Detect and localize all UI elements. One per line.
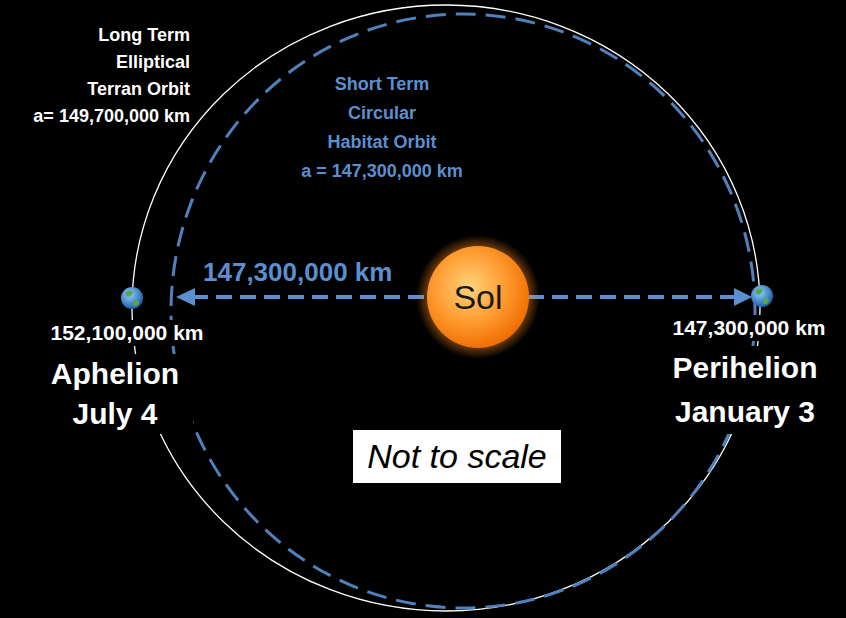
semi-major-axis: a = 147,300,000 km <box>301 157 463 186</box>
distance-label: 152,100,000 km <box>48 320 207 346</box>
sun-node: Sol <box>426 245 530 349</box>
note-box: Not to scale <box>353 430 561 483</box>
semi-major-axis: a= 149,700,000 km <box>33 103 190 130</box>
sun-glow <box>416 235 540 359</box>
orbit-title: Long Term Elliptical Terran Orbit <box>68 22 190 103</box>
radius-label: 147,300,000 km <box>203 257 392 287</box>
arrow-head <box>734 288 752 306</box>
habitat-orbit <box>171 14 755 608</box>
distance-label: 147,300,000 km <box>670 315 829 341</box>
orbit-point-label: Aphelion July 4 <box>37 354 193 434</box>
note-text: Not to scale <box>367 436 547 477</box>
terran-orbit <box>132 5 760 611</box>
sun-name: Sol <box>453 277 502 318</box>
orbit-point-label: Perihelion January 3 <box>654 346 836 434</box>
orbit-title: Short Term Circular Habitat Orbit <box>321 70 443 157</box>
arrow-head <box>176 288 195 306</box>
earth-icon <box>121 287 143 309</box>
earth-icon <box>751 285 773 307</box>
